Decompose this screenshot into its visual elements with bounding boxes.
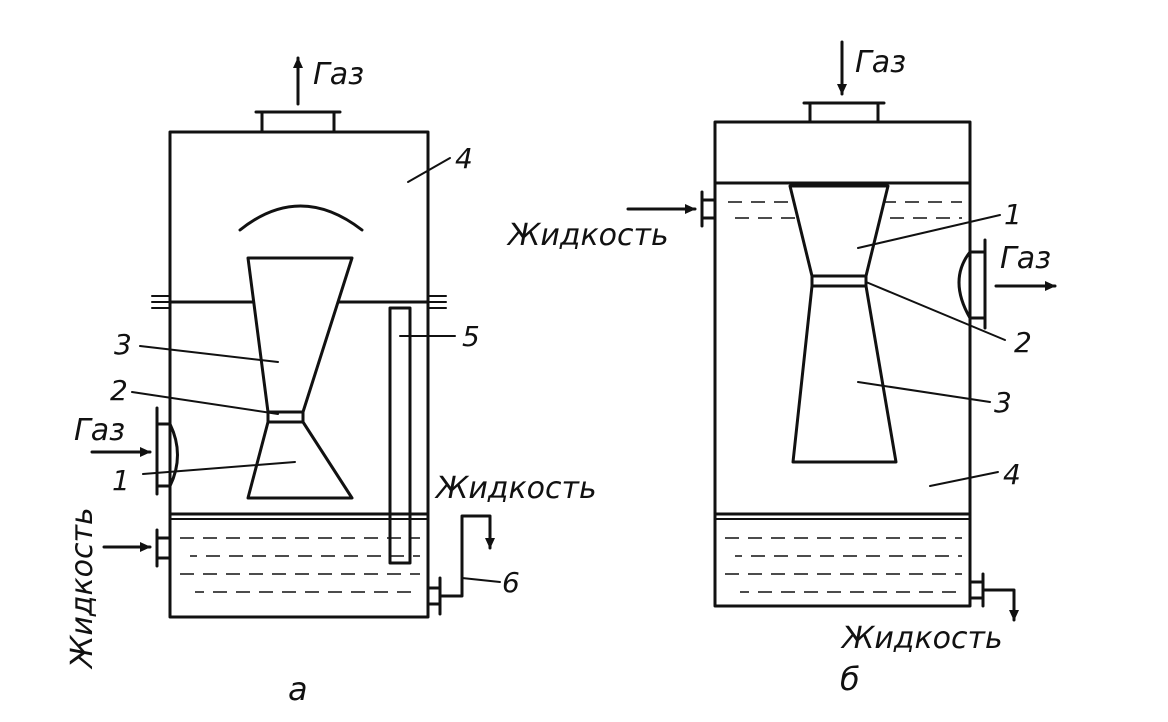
gas-inlet-nozzle-a bbox=[168, 422, 179, 488]
caption-a: а bbox=[288, 670, 308, 708]
diagram-b: Газ Жидкость Газ bbox=[506, 40, 1057, 698]
gas-in-label-b: Газ bbox=[855, 45, 906, 80]
liquid-in-label-b: Жидкость bbox=[506, 218, 669, 253]
diagram-a: Газ Газ bbox=[65, 56, 597, 708]
confuser-a bbox=[246, 420, 354, 500]
liquid-outlet-pipe-a bbox=[438, 514, 495, 598]
caption-b: б bbox=[840, 660, 860, 698]
callout-3-b: 3 bbox=[994, 386, 1012, 419]
liquid-out-label-b: Жидкость bbox=[840, 621, 1003, 656]
liquid-in-label-a: Жидкость bbox=[65, 507, 100, 670]
callout-1-a: 1 bbox=[112, 464, 130, 497]
vessel-a-top-nozzle bbox=[260, 110, 336, 134]
drain-pipe-a bbox=[388, 306, 412, 565]
callout-5-a: 5 bbox=[462, 320, 480, 353]
callout-2-a: 2 bbox=[110, 374, 128, 407]
gas-out-label-b: Газ bbox=[1000, 241, 1051, 276]
gas-out-label-a: Газ bbox=[313, 57, 364, 92]
diffuser-b bbox=[791, 284, 898, 464]
callout-2-b: 2 bbox=[1014, 326, 1032, 359]
callout-6-a: 6 bbox=[502, 566, 520, 599]
liquid-out-label-a: Жидкость bbox=[434, 471, 597, 506]
liquid-outlet-pipe-b bbox=[981, 588, 1019, 622]
droplet-separator-arc bbox=[238, 204, 364, 232]
callout-4-a: 4 bbox=[455, 142, 473, 175]
confuser-b bbox=[788, 184, 890, 278]
callout-4-b: 4 bbox=[1003, 458, 1021, 491]
callout-3-a: 3 bbox=[114, 328, 132, 361]
diffuser-a bbox=[246, 256, 354, 414]
vessel-b-top-nozzle bbox=[808, 101, 880, 124]
callout-1-b: 1 bbox=[1004, 198, 1022, 231]
gas-in-label-a: Газ bbox=[74, 413, 125, 448]
gas-outlet-nozzle-b bbox=[957, 250, 972, 320]
